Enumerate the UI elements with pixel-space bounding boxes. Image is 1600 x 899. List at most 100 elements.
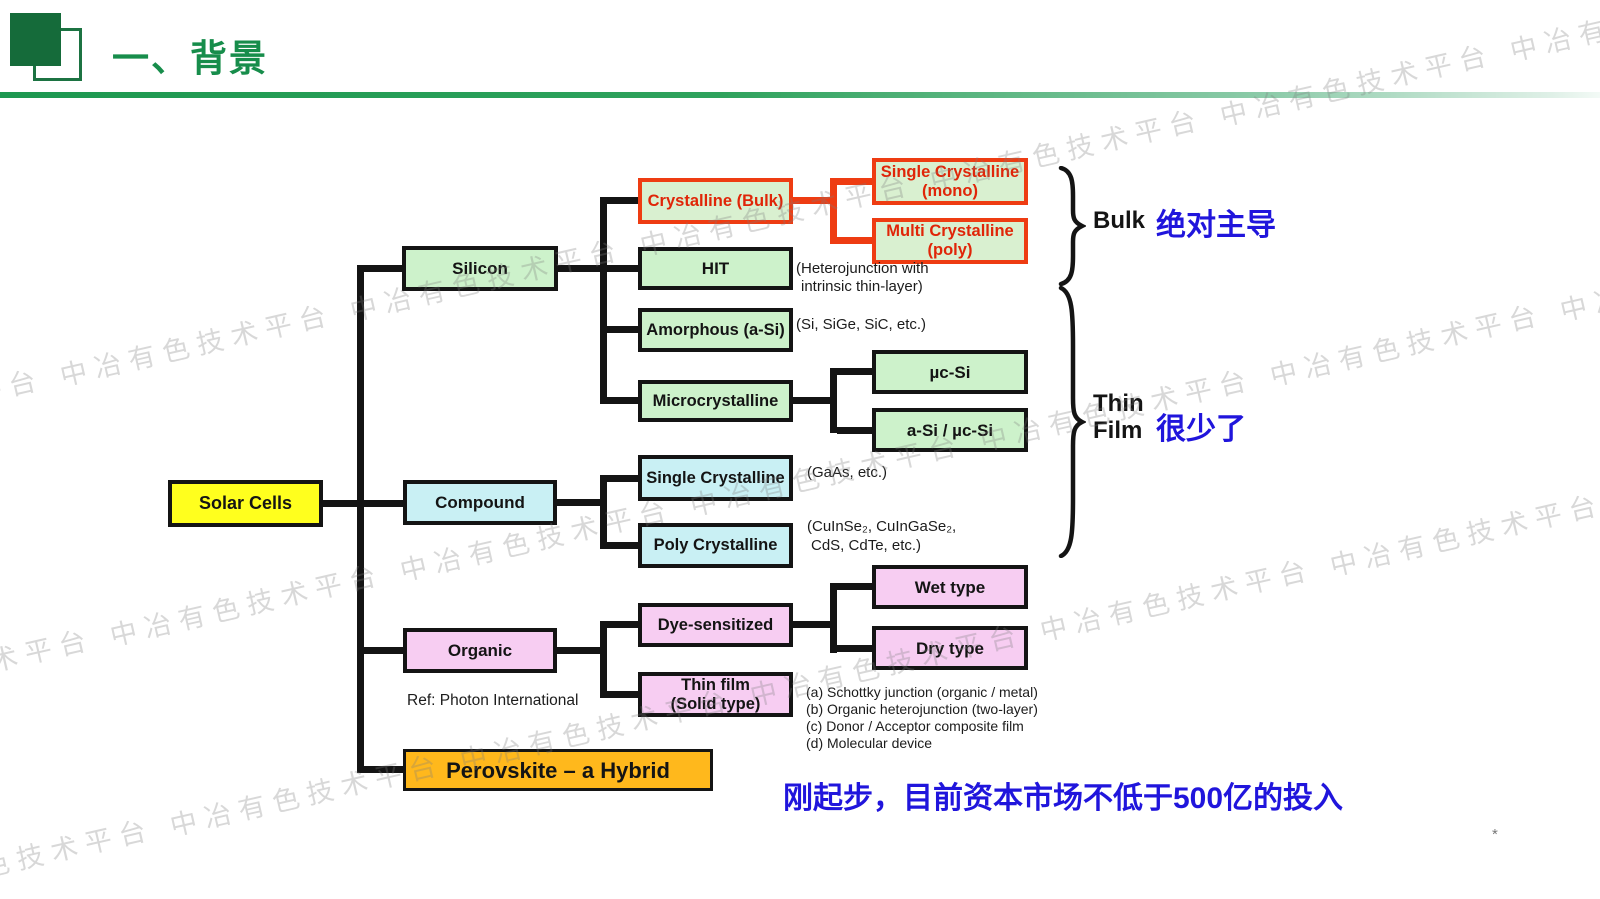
- connector-perovskite: [357, 766, 403, 773]
- connector-crystalline: [600, 197, 638, 204]
- node-label: Microcrystalline: [652, 391, 779, 410]
- note-hit: (Heterojunction with intrinsic thin-laye…: [796, 260, 929, 296]
- node-dry-type: Dry type: [872, 626, 1028, 670]
- node-label: HIT: [701, 259, 730, 278]
- connector-crystalline-rail: [830, 178, 837, 244]
- node-silicon: Silicon: [402, 246, 558, 291]
- header-divider-line: [0, 92, 1600, 98]
- label-bulk: Bulk: [1093, 207, 1146, 234]
- node-label-line2: (Solid type): [670, 694, 761, 713]
- header-green-square: [10, 13, 61, 66]
- node-label: Poly Crystalline: [653, 536, 778, 554]
- node-multi-crystalline-poly: Multi Crystalline (poly): [872, 218, 1028, 264]
- node-compound: Compound: [403, 480, 557, 525]
- page-title: 一、背景: [112, 38, 268, 79]
- note-hit-line1: (Heterojunction with: [796, 260, 929, 277]
- node-label-line1: Single Crystalline: [880, 162, 1020, 181]
- node-label: Amorphous (a-Si): [646, 320, 785, 339]
- connector-crystalline-out: [793, 197, 830, 204]
- connector-thinfilm: [600, 691, 638, 698]
- note-compound-poly-line1: (CuInSe₂, CuInGaSe₂,: [807, 518, 957, 535]
- note-compound-poly: (CuInSe₂, CuInGaSe₂, CdS, CdTe, etc.): [807, 517, 956, 555]
- note-hit-line2: intrinsic thin-layer): [801, 278, 923, 295]
- watermark: 中冶有色技术平台: [0, 814, 157, 899]
- note-gaas: (GaAs, etc.): [807, 464, 888, 481]
- node-solar-cells: Solar Cells: [168, 480, 323, 527]
- watermark: 中冶有色技术平台: [0, 624, 97, 717]
- connector-dye-rail: [830, 583, 837, 653]
- connector-organic-rail: [600, 621, 607, 698]
- brace-bulk: [1058, 166, 1086, 286]
- node-label: Perovskite – a Hybrid: [446, 757, 670, 783]
- node-label: Silicon: [452, 259, 508, 278]
- node-label: Compound: [435, 493, 525, 512]
- watermark: 中冶有色技术平台: [0, 364, 47, 457]
- label-thin: Thin: [1093, 390, 1144, 417]
- node-organic: Organic: [403, 628, 557, 673]
- watermark: 中冶有色技术平台: [57, 299, 337, 392]
- brace-thin-film: [1058, 286, 1086, 558]
- node-label-line2: (poly): [927, 241, 973, 259]
- node-label: Organic: [447, 641, 513, 660]
- node-label-line1: Thin film: [681, 675, 750, 694]
- node-label: Wet type: [914, 577, 986, 597]
- node-label: Crystalline (Bulk): [647, 191, 784, 210]
- node-amorphous: Amorphous (a-Si): [638, 308, 793, 352]
- connector-microcrystalline: [600, 397, 638, 404]
- note-compound-poly-line2: CdS, CdTe, etc.): [811, 537, 922, 554]
- connector-silicon: [357, 265, 402, 272]
- node-label: Dye-sensitized: [657, 615, 774, 634]
- node-wet-type: Wet type: [872, 565, 1028, 609]
- connector-wet: [837, 583, 872, 590]
- node-uc-si: µc-Si: [872, 350, 1028, 394]
- connector-poly-si: [837, 237, 872, 244]
- connector-mono: [837, 178, 872, 185]
- note-amorphous: (Si, SiGe, SiC, etc.): [796, 316, 927, 333]
- note-organic-type-c: (c) Donor / Acceptor composite film: [806, 718, 1024, 734]
- watermark: 中冶有色技术平台: [1557, 234, 1600, 327]
- connector-micro-rail: [830, 368, 837, 433]
- connector-compound-out: [557, 499, 600, 506]
- connector-hit: [600, 265, 638, 272]
- node-label: Dry type: [915, 638, 985, 658]
- note-organic-types: (a) Schottky junction (organic / metal) …: [806, 684, 1038, 752]
- node-dye-sensitized: Dye-sensitized: [638, 603, 793, 647]
- note-organic-type-b: (b) Organic heterojunction (two-layer): [806, 701, 1038, 717]
- node-label: Single Crystalline: [646, 468, 785, 487]
- connector-single-compound: [600, 475, 638, 482]
- node-label: Solar Cells: [198, 493, 293, 513]
- watermark: 中冶有色技术平台: [1037, 554, 1317, 647]
- connector-silicon-out: [558, 265, 605, 272]
- label-bulk-comment: 绝对主导: [1156, 209, 1276, 242]
- node-single-crystalline-compound: Single Crystalline: [638, 455, 793, 501]
- connector-organic-out: [557, 647, 600, 654]
- connector-dry: [837, 645, 872, 652]
- connector-dye-out: [793, 621, 830, 628]
- note-reference: Ref: Photon International: [407, 692, 579, 709]
- node-perovskite: Perovskite – a Hybrid: [403, 749, 713, 791]
- watermark: 中冶有色技术平台: [1327, 489, 1600, 582]
- watermark: 中冶有色技术平台: [1217, 39, 1497, 132]
- connector-micro-out: [793, 397, 830, 404]
- connector-trunk: [357, 265, 364, 773]
- connector-asi-ucsi: [837, 427, 872, 434]
- watermark: 中冶有色技术平台: [1267, 299, 1547, 392]
- connector-organic: [357, 647, 403, 654]
- node-poly-crystalline-compound: Poly Crystalline: [638, 523, 793, 568]
- note-organic-type-d: (d) Molecular device: [806, 735, 933, 751]
- label-thin-comment: 很少了: [1156, 413, 1246, 446]
- watermark: 中冶有色技术平台: [107, 559, 387, 652]
- node-single-crystalline-mono: Single Crystalline (mono): [872, 158, 1028, 205]
- node-hit: HIT: [638, 247, 793, 290]
- node-label: µc-Si: [929, 362, 971, 382]
- connector-amorphous: [600, 326, 638, 333]
- node-crystalline-bulk: Crystalline (Bulk): [638, 178, 793, 224]
- node-label-line2: (mono): [922, 181, 978, 200]
- slide-footnote: *: [1492, 826, 1498, 843]
- connector-poly-compound: [600, 542, 638, 549]
- connector-dye: [600, 621, 638, 628]
- connector-compound-rail: [600, 475, 607, 549]
- watermark: 中冶有色技术平台: [1507, 0, 1600, 67]
- label-bottom-comment: 刚起步，目前资本市场不低于500亿的投入: [783, 782, 1344, 815]
